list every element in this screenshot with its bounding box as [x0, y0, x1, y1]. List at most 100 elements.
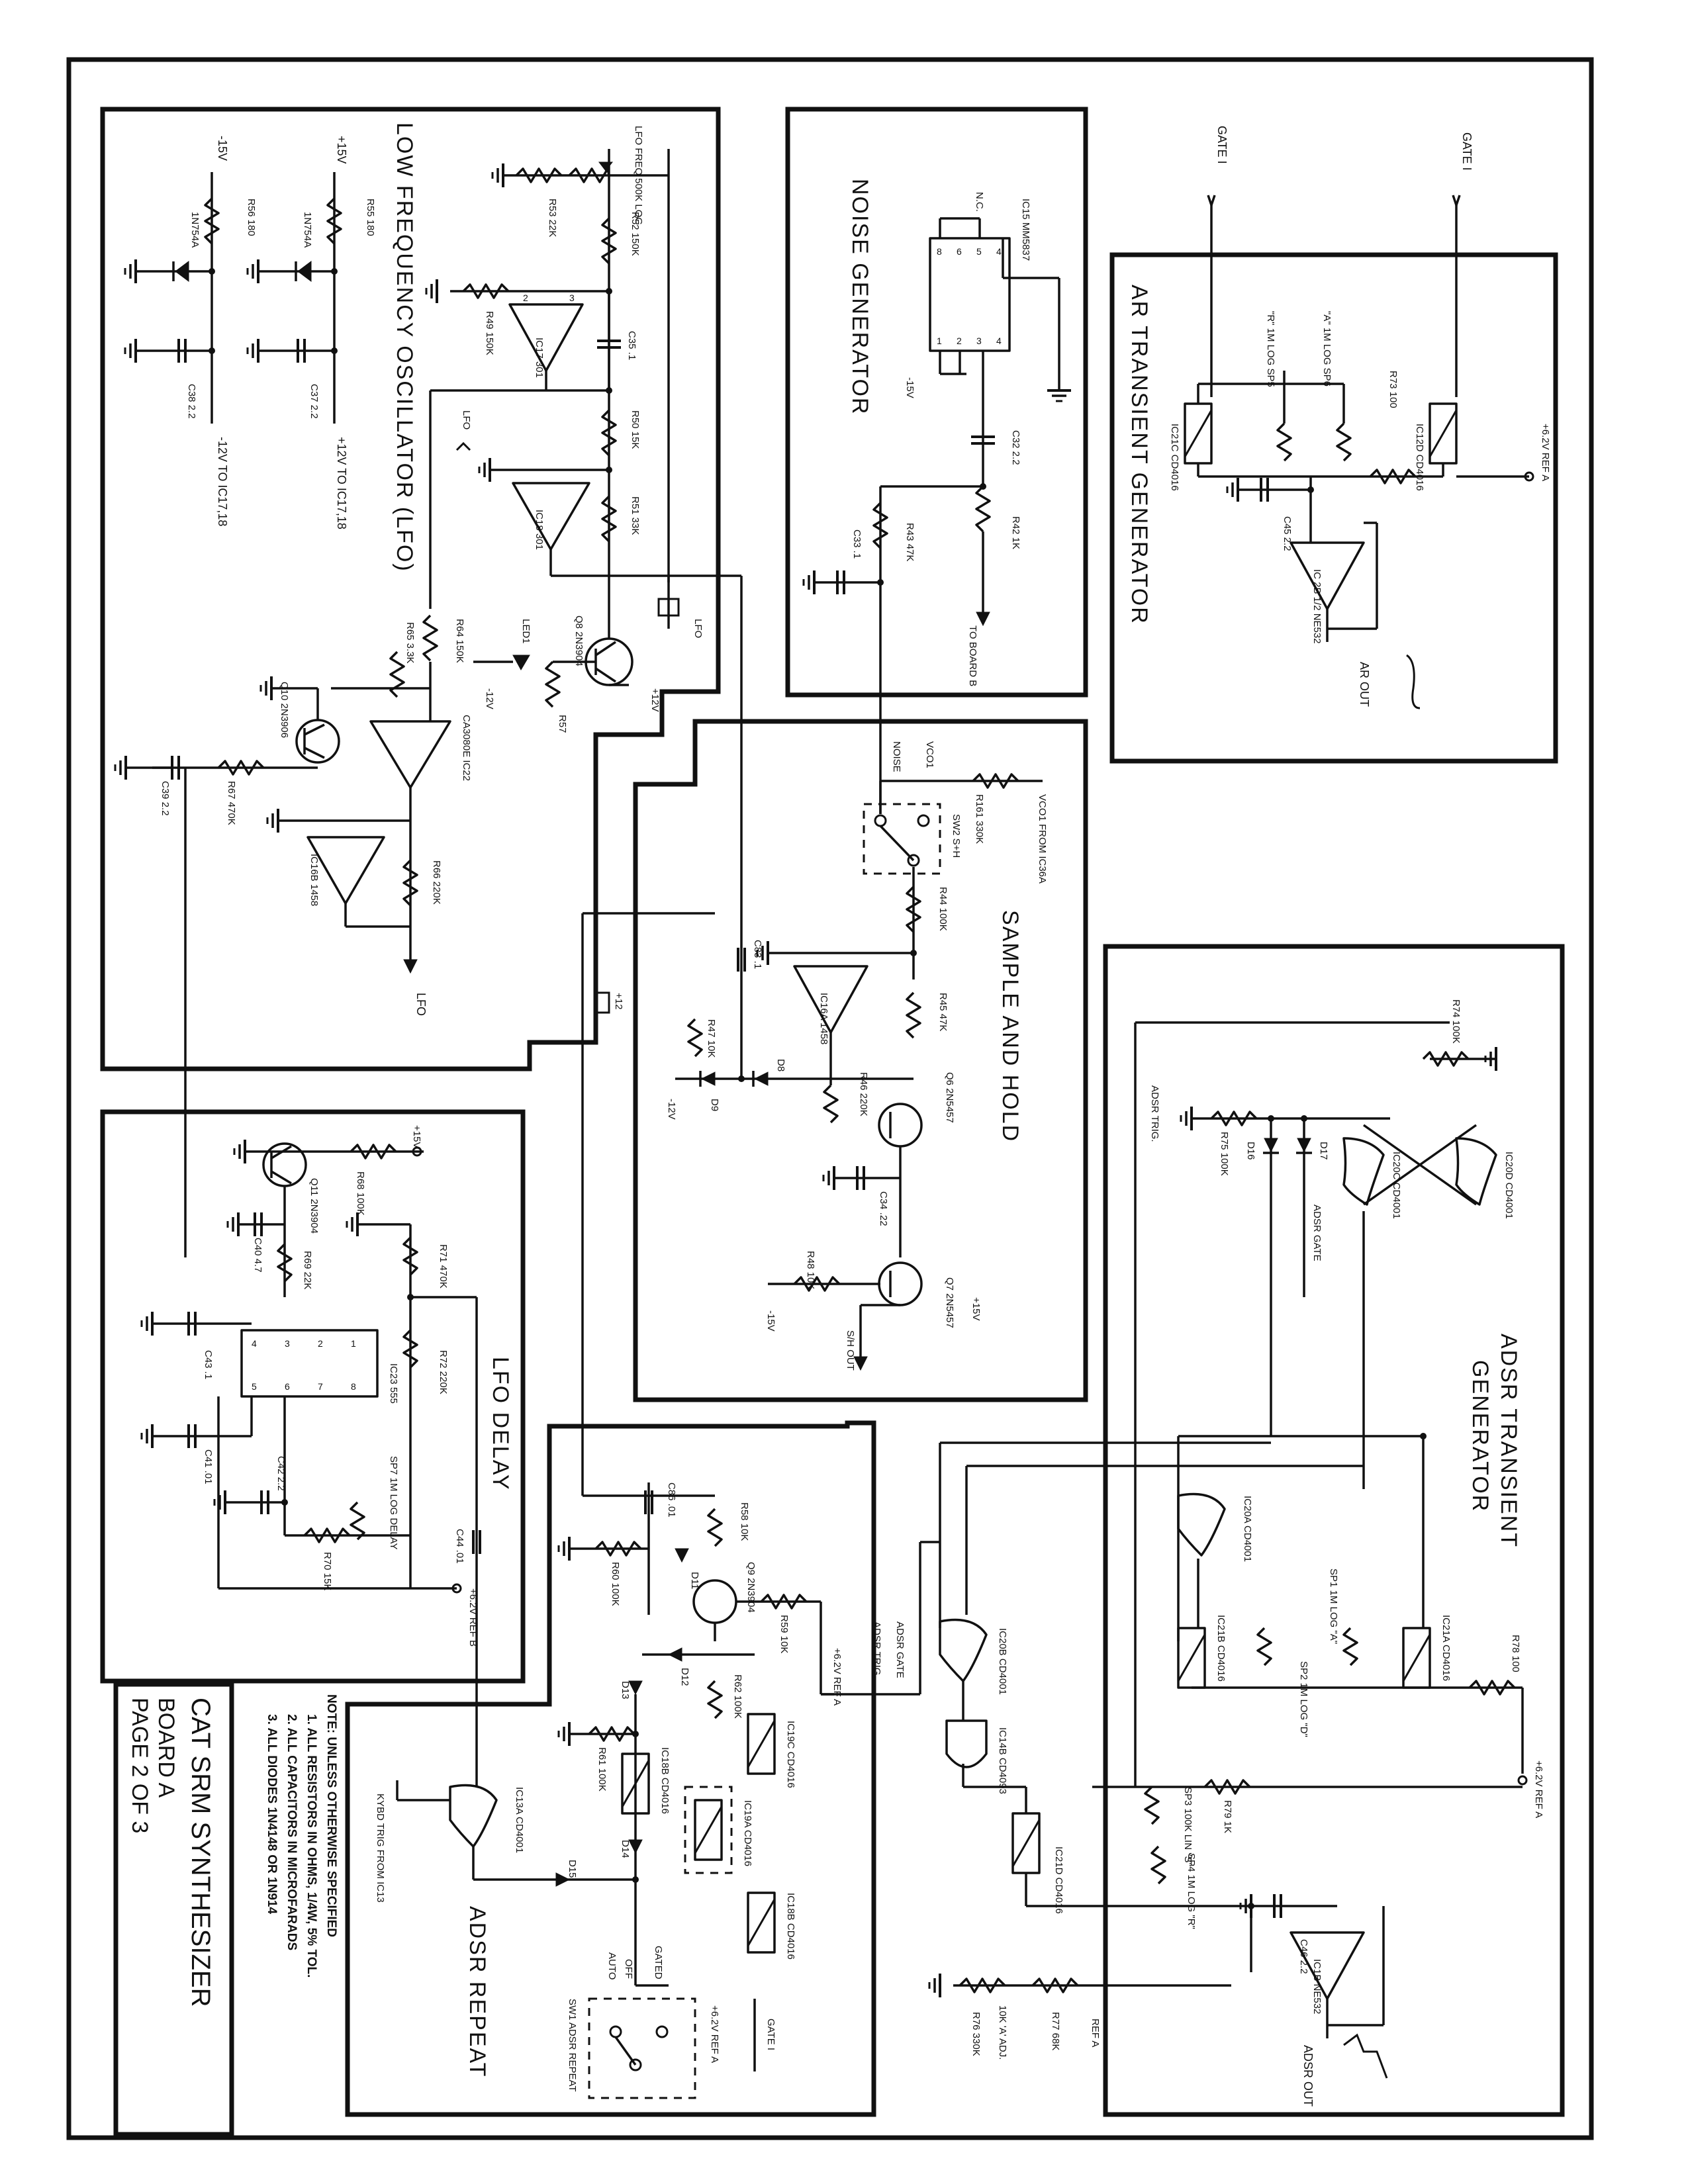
ic19a-label: IC19A CD4016	[742, 1800, 753, 1866]
ic18-opamp	[512, 482, 590, 551]
svg-text:3: 3	[976, 336, 982, 346]
sw2-switch[interactable]	[874, 814, 887, 827]
sh-pos15: +15V	[970, 1297, 982, 1320]
q9-transistor	[692, 1579, 737, 1624]
repeat-gate1-label: GATE I	[765, 2019, 776, 2050]
c33-label: C33 .1	[851, 529, 863, 559]
adsr-gate-label: ADSR GATE	[1311, 1205, 1323, 1261]
ar-gate-b: GATE I	[1460, 132, 1474, 171]
r56-resistor	[204, 197, 220, 245]
r60-label: R60 100K	[610, 1562, 621, 1606]
r48-label: R48 10K	[805, 1251, 816, 1289]
adsr-repeat-section-title: ADSR REPEAT	[465, 1906, 490, 2077]
r58-label: R58 10K	[739, 1502, 750, 1541]
ic18b2-switch	[747, 1891, 776, 1954]
neg12-label: -12V	[484, 688, 495, 709]
noise-section-title: NOISE GENERATOR	[847, 179, 872, 415]
ar-box	[1109, 252, 1558, 764]
c32-label: C32 2.2	[1010, 430, 1021, 465]
r74-resistor	[1422, 1051, 1470, 1067]
noise-to-board: TO BOARD B	[967, 625, 978, 686]
r76-pot[interactable]	[959, 1978, 1006, 1993]
ic1b-opamp	[1289, 1931, 1365, 2000]
r47-resistor	[687, 1018, 703, 1058]
svg-text:8: 8	[937, 246, 942, 257]
ic2b-opamp	[1289, 541, 1365, 610]
sp7-pot[interactable]	[350, 1501, 365, 1541]
lfo-rail-neg: -12V TO IC17,18	[216, 437, 229, 526]
c39-label: C39 2.2	[160, 781, 171, 816]
adsr-box	[1103, 944, 1565, 2117]
title-block-title: CAT SRM SYNTHESIZER	[186, 1698, 215, 2007]
r67-label: R67 470K	[226, 781, 237, 825]
pin-7: 7	[318, 1381, 323, 1392]
svg-text:6: 6	[957, 246, 962, 257]
d14-label: D14	[620, 1840, 631, 1858]
r43-label: R43 47K	[904, 523, 915, 561]
ar-r-pot[interactable]	[1336, 422, 1352, 462]
ar-a-pot[interactable]	[1276, 422, 1292, 462]
led1-label: LED1	[520, 619, 532, 644]
pin-5: 5	[252, 1381, 257, 1392]
ar-a-pot-label: "A" 1M LOG SP6	[1321, 311, 1333, 387]
ic21c-label: IC21C CD4016	[1169, 424, 1180, 491]
ic13a-label: IC13A CD4001	[514, 1787, 525, 1853]
title-block-page: PAGE 2 OF 3	[127, 1698, 152, 1833]
sp4-pot[interactable]	[1150, 1845, 1166, 1885]
c45-label: C45 2.2	[1282, 516, 1293, 551]
q6-label: Q6 2N5457	[944, 1072, 955, 1123]
ic21d-label: IC21D CD4016	[1053, 1846, 1064, 1914]
ic19a-switch	[694, 1799, 723, 1861]
adsr-section-title-1: ADSR TRANSIENT	[1496, 1334, 1521, 1548]
d9-label: D9	[709, 1099, 720, 1111]
r71-label: R71 470K	[438, 1244, 449, 1289]
d8-diode	[753, 1071, 769, 1086]
r73-label: R73 100	[1387, 371, 1399, 408]
sp3-pot[interactable]	[1144, 1786, 1160, 1825]
r56-label: R56 180	[246, 199, 257, 236]
lfo-square-symbol	[657, 598, 680, 617]
r43-resistor	[872, 502, 888, 549]
c41-label: C41 .01	[203, 1449, 214, 1484]
zener-1	[175, 261, 189, 282]
noise-nc: N.C.	[974, 192, 985, 212]
noise-box	[785, 107, 1088, 698]
adsr-ref-label: +6.2V REF A	[1533, 1760, 1544, 1818]
q8-label: Q8 2N3904	[573, 615, 585, 666]
r60-resistor	[594, 1541, 642, 1557]
sp2-pot[interactable]	[1256, 1627, 1272, 1666]
zener-2-label: 1N754A	[302, 212, 313, 248]
r62-resistor	[707, 1680, 723, 1719]
d12-diode	[667, 1647, 682, 1662]
sp1-pot[interactable]	[1342, 1627, 1358, 1666]
ic16b-label: IC16B 1458	[308, 854, 320, 906]
ic23-label: IC23 555	[388, 1363, 399, 1404]
lfo-rail-pos: +12V TO IC17,18	[335, 437, 348, 529]
ic17-label: IC17 301	[534, 338, 545, 378]
r45-resistor	[906, 991, 921, 1039]
kybd-trig-label: KYBD TRIG FROM IC13	[375, 1794, 386, 1903]
pin-2: 2	[318, 1338, 323, 1349]
r58-resistor	[707, 1508, 723, 1547]
adsr-repeat-ref-label: +6.2V REF A	[831, 1648, 843, 1706]
r57-label: R57	[557, 715, 568, 733]
r51-resistor	[601, 495, 617, 543]
r55-resistor	[326, 197, 342, 245]
lfo-delay-section-title: LFO DELAY	[488, 1357, 513, 1491]
sp3-label: SP3 100K LIN "S"	[1182, 1787, 1194, 1866]
adsr-repeat-circuit: R58 10K C86 .01 D11 R60 100K Q9 2N3904 R…	[375, 1441, 1364, 2099]
r44-resistor	[906, 886, 921, 933]
r66-label: R66 220K	[431, 860, 442, 905]
lfo-freq-pot[interactable]	[568, 167, 610, 183]
pin-1: 1	[351, 1338, 356, 1349]
r44-label: R44 100K	[937, 887, 949, 931]
q9-label: Q9 2N3904	[745, 1562, 757, 1613]
d14-diode	[628, 1839, 643, 1854]
ic20b-label: IC20B CD4001	[997, 1628, 1008, 1695]
ic20a-label: IC20A CD4001	[1242, 1496, 1253, 1562]
sw1-switch[interactable]	[609, 2025, 622, 2038]
sh-clock-label: +12	[613, 993, 624, 1009]
c86-label: C86 .01	[666, 1482, 677, 1518]
ic15-chip	[929, 237, 1011, 352]
